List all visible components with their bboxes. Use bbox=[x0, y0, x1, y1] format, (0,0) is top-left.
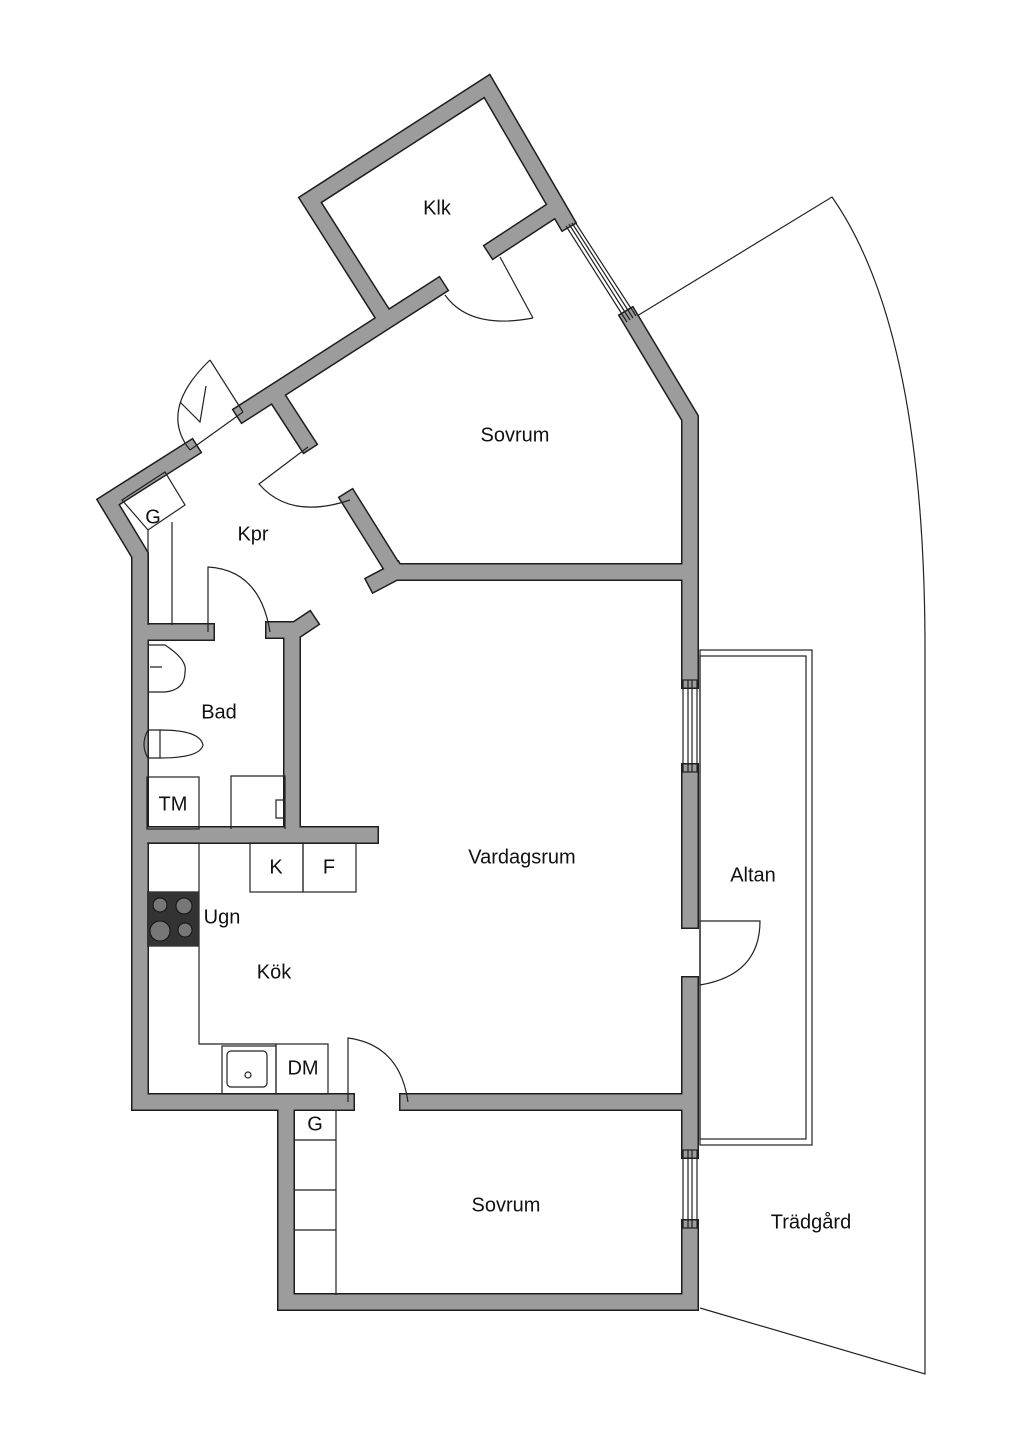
balcony-outline bbox=[699, 649, 813, 1146]
room-label-tradgard: Trädgård bbox=[771, 1211, 851, 1233]
room-label-kpr: Kpr bbox=[237, 523, 268, 545]
fixture-label-dm: DM bbox=[287, 1057, 318, 1079]
fixture-label-ugn: Ugn bbox=[204, 906, 241, 928]
window-bedroom bbox=[682, 1149, 698, 1229]
washing-machine bbox=[146, 776, 200, 830]
room-label-vardagsrum: Vardagsrum bbox=[468, 846, 575, 868]
freezer bbox=[302, 842, 357, 893]
entrance-door[interactable] bbox=[177, 359, 244, 451]
balcony-inner bbox=[699, 655, 807, 1140]
garden-outline bbox=[636, 196, 926, 1375]
window-living bbox=[682, 679, 698, 773]
room-label-klk: Klk bbox=[423, 197, 452, 219]
room-label-sovrum-top: Sovrum bbox=[481, 424, 550, 446]
entry-wardrobe bbox=[121, 471, 186, 625]
wall-segment bbox=[233, 277, 448, 423]
bedroom-wardrobe bbox=[294, 1110, 337, 1295]
wall-segment bbox=[619, 307, 698, 688]
door-sovrum-bottom[interactable] bbox=[347, 1037, 409, 1103]
room-label-bad: Bad bbox=[201, 701, 237, 723]
wall-segment bbox=[278, 1094, 698, 1310]
walls bbox=[95, 73, 699, 1311]
kitchen-sink bbox=[221, 1045, 277, 1095]
wall-segment bbox=[339, 489, 698, 580]
room-label-kok: Kök bbox=[257, 961, 292, 983]
wall-segment bbox=[299, 75, 576, 329]
toilet bbox=[143, 729, 204, 759]
window-klk bbox=[565, 221, 637, 323]
wall-segment bbox=[97, 439, 354, 1110]
fixture-label-g-entry: G bbox=[145, 506, 161, 528]
wall-outline bbox=[337, 487, 699, 581]
door-klk[interactable] bbox=[444, 256, 534, 322]
fixture-label-g-bedroom: G bbox=[307, 1113, 323, 1135]
room-label-altan: Altan bbox=[730, 864, 776, 886]
washbasin bbox=[148, 644, 186, 693]
wall-segment bbox=[484, 199, 564, 259]
door-bad[interactable] bbox=[207, 566, 271, 633]
wall-segment bbox=[271, 394, 317, 453]
fixture-label-k: K bbox=[269, 856, 283, 878]
fixture-label-f: F bbox=[323, 856, 335, 878]
dishwasher bbox=[275, 1043, 329, 1095]
room-label-sovrum-bottom: Sovrum bbox=[472, 1194, 541, 1216]
shower bbox=[230, 775, 286, 829]
door-altan[interactable] bbox=[699, 920, 761, 986]
stove bbox=[147, 892, 199, 946]
door-sovrum-top[interactable] bbox=[258, 446, 351, 508]
fixture-label-tm: TM bbox=[159, 793, 188, 815]
wall-segment bbox=[365, 561, 406, 593]
